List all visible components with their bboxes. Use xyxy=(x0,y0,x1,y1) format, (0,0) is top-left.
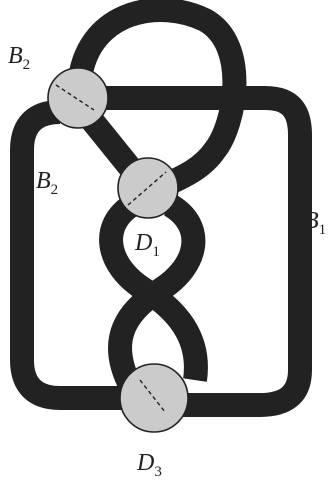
label-d1: D1 xyxy=(134,230,160,260)
label-d3: D3 xyxy=(136,450,162,480)
band-b2 xyxy=(80,110,142,178)
label-b2: B2 xyxy=(36,168,58,198)
label-b1: B1 xyxy=(304,208,326,238)
disk-d2 xyxy=(47,67,109,129)
band-b3-loop xyxy=(68,0,247,201)
disk-d3 xyxy=(119,363,189,433)
band-b1-twist xyxy=(108,194,206,391)
label-b3: B3 xyxy=(196,4,218,34)
disk-d1 xyxy=(117,157,179,219)
band-b1 xyxy=(10,86,312,417)
label-d2: B2 xyxy=(8,43,30,73)
